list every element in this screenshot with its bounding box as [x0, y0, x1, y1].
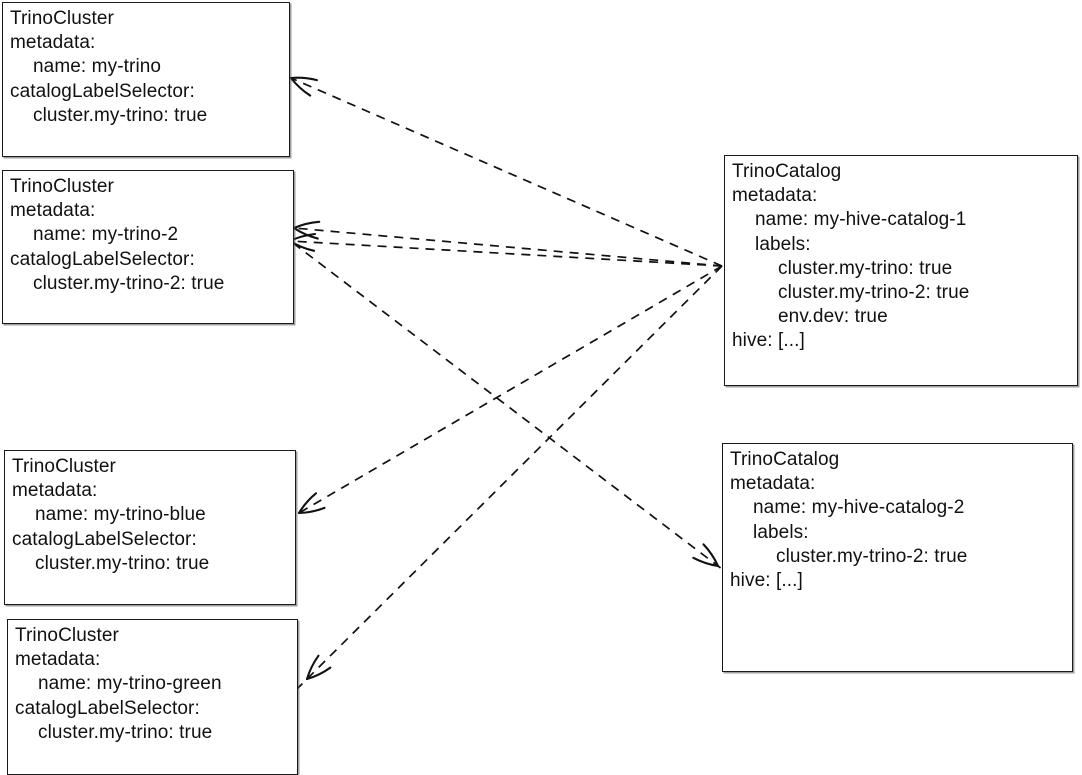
node-trinocatalog-my-hive-catalog-1[interactable]: TrinoCatalog metadata:name: my-hive-catal…	[724, 155, 1078, 386]
node-body: TrinoCluster metadata:name: my-trino-gree…	[8, 620, 297, 749]
node-field-line: cluster.my-trino-2: true	[33, 272, 225, 294]
edge-shaft	[286, 265, 723, 521]
node-field-line: metadata:	[10, 32, 96, 54]
node-field-line: catalogLabelSelector:	[15, 697, 200, 719]
node-field-line: cluster.my-trino-2: true	[778, 282, 970, 304]
node-field-line: cluster.my-trino: true	[33, 104, 208, 126]
node-field-line: env.dev: true	[778, 306, 888, 328]
node-field-line: name: my-trino	[33, 56, 162, 78]
node-field-line: cluster.my-trino: true	[778, 257, 953, 279]
node-field-line: metadata:	[10, 200, 96, 222]
arrowhead-barb	[292, 226, 319, 240]
edge-shaft	[292, 242, 730, 576]
node-field-line: metadata:	[12, 480, 98, 502]
node-kind-label: TrinoCluster	[12, 456, 116, 477]
node-field-line: name: my-trino-green	[38, 673, 222, 695]
node-field-line: name: my-hive-catalog-2	[753, 497, 965, 519]
node-kind-label: TrinoCluster	[10, 8, 114, 29]
node-field-line: name: my-trino-2	[33, 224, 179, 246]
arrowhead-barb	[289, 76, 318, 82]
node-field-line: cluster.my-trino: true	[35, 552, 210, 574]
arrowhead-barb	[305, 654, 320, 681]
node-kind-label: TrinoCatalog	[730, 449, 840, 470]
node-field-line: cluster.my-trino: true	[38, 721, 213, 743]
node-body: TrinoCatalog metadata:name: my-hive-catal…	[725, 156, 1077, 358]
arrowhead-barb	[297, 506, 326, 515]
arrowhead-barb	[305, 666, 332, 681]
edge-shaft	[279, 225, 723, 267]
node-kind-label: TrinoCatalog	[732, 161, 842, 182]
edge-edge-catalog1-to-my-trino	[277, 71, 723, 267]
arrowhead-barb	[692, 556, 720, 568]
arrowhead-barb	[702, 543, 720, 568]
edge-edge-catalog1-to-my-trino-blue	[286, 265, 723, 521]
node-field-line: name: my-hive-catalog-1	[755, 209, 967, 231]
arrowhead-barb	[289, 76, 312, 97]
node-trinocluster-my-trino-green[interactable]: TrinoCluster metadata:name: my-trino-gree…	[7, 619, 298, 775]
node-field-line: catalogLabelSelector:	[10, 248, 195, 270]
node-kind-label: TrinoCluster	[10, 176, 114, 197]
node-field-line: hive: [...]	[732, 330, 805, 352]
node-kind-label: TrinoCluster	[15, 625, 119, 646]
edge-edge-catalog1-to-my-trino-green	[296, 265, 723, 690]
node-field-line: hive: [...]	[730, 570, 803, 592]
edge-shaft	[275, 239, 723, 267]
node-field-line: metadata:	[15, 649, 101, 671]
node-trinocatalog-my-hive-catalog-2[interactable]: TrinoCatalog metadata:name: my-hive-catal…	[722, 443, 1073, 672]
edge-edge-catalog1-to-my-trino-2-upper	[279, 220, 723, 267]
arrowhead-barb	[292, 220, 321, 230]
edge-edge-catalog1-to-my-trino-2-lower	[275, 232, 723, 267]
node-field-line: labels:	[753, 521, 809, 543]
node-field-line: metadata:	[732, 185, 818, 207]
node-field-line: catalogLabelSelector:	[10, 80, 195, 102]
node-body: TrinoCatalog metadata:name: my-hive-catal…	[723, 444, 1072, 597]
node-field-line: name: my-trino-blue	[35, 504, 206, 526]
node-trinocluster-my-trino-blue[interactable]: TrinoCluster metadata:name: my-trino-blue…	[4, 450, 296, 605]
edge-shaft	[296, 265, 723, 690]
node-body: TrinoCluster metadata:name: my-trino-blue…	[5, 451, 295, 580]
arrowhead-barb	[297, 492, 318, 515]
edge-edge-my-trino-2-to-catalog2	[292, 242, 730, 576]
node-field-line: catalogLabelSelector:	[12, 528, 197, 550]
edge-shaft	[277, 71, 723, 267]
node-field-line: metadata:	[730, 473, 816, 495]
node-field-line: labels:	[755, 233, 811, 255]
node-field-line: cluster.my-trino-2: true	[776, 545, 968, 567]
